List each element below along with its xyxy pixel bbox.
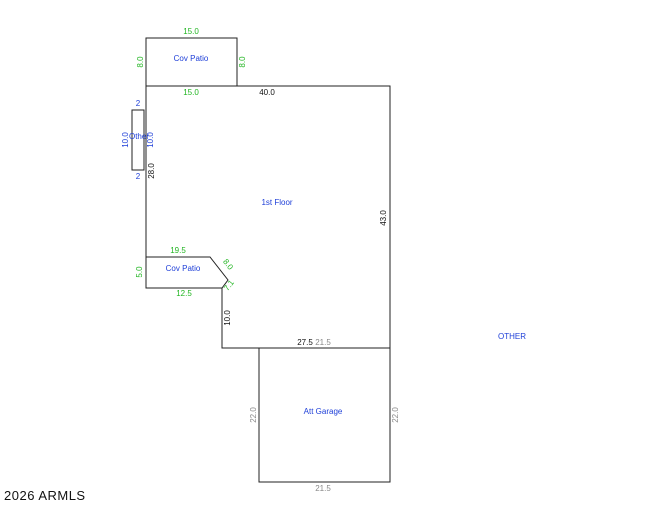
dim-garage-left: 22.0 (249, 407, 258, 423)
dim-patio-top-width-bottom: 15.0 (183, 88, 199, 97)
dim-floor-bottom: 27.5 (297, 338, 313, 347)
room-label-cov-patio-mid: Cov Patio (166, 264, 201, 273)
dim-floor-right: 43.0 (379, 210, 388, 226)
room-label-other-right: OTHER (498, 332, 526, 341)
dim-patio-mid-bottom: 12.5 (176, 289, 192, 298)
room-label-cov-patio-top: Cov Patio (174, 54, 209, 63)
dim-patio-mid-left: 5.0 (135, 266, 144, 278)
dim-garage-bottom: 21.5 (315, 484, 331, 493)
dim-other-bottom: 2 (136, 172, 141, 181)
dim-patio-mid-top: 19.5 (170, 246, 186, 255)
dim-other-top: 2 (136, 99, 141, 108)
dim-floor-left: 28.0 (147, 163, 156, 179)
cov-patio-mid-outline (145, 256, 229, 289)
dim-other-left: 10.0 (121, 132, 130, 148)
other-small-outline (131, 109, 145, 171)
room-label-first-floor: 1st Floor (261, 198, 292, 207)
dim-floor-top: 40.0 (259, 88, 275, 97)
dim-patio-mid-small: 7.1 (222, 278, 236, 293)
dim-other-right: 10.0 (146, 132, 155, 148)
room-label-att-garage: Att Garage (304, 407, 343, 416)
copyright-notice: 2026 ARMLS (4, 488, 86, 503)
dim-garage-right: 22.0 (391, 407, 400, 423)
first-floor-outline (145, 85, 391, 349)
dim-patio-top-height-left: 8.0 (136, 56, 145, 68)
dim-floor-inner: 10.0 (223, 310, 232, 326)
dim-patio-mid-diag: 8.0 (221, 257, 235, 272)
dim-patio-top-height-right: 8.0 (238, 56, 247, 68)
dim-garage-top: 21.5 (315, 338, 331, 347)
dim-patio-top-width-top: 15.0 (183, 27, 199, 36)
room-label-other-small: Other (129, 132, 149, 141)
att-garage-outline (258, 347, 391, 483)
